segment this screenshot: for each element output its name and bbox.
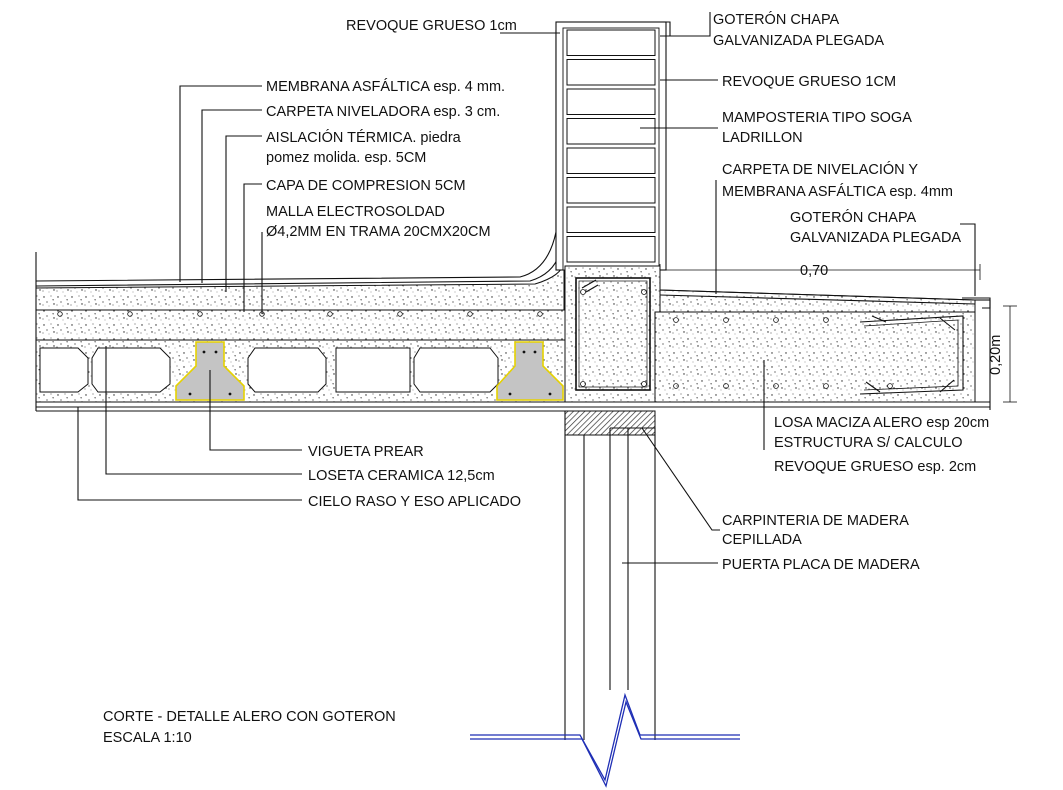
- label-malla-1: MALLA ELECTROSOLDAD: [266, 204, 445, 220]
- label-membrana: MEMBRANA ASFÁLTICA esp. 4 mm.: [266, 78, 505, 95]
- label-vigueta: VIGUETA PREAR: [308, 444, 424, 460]
- label-carpinteria-1: CARPINTERIA DE MADERA: [722, 513, 909, 529]
- label-goteron-top-2: GALVANIZADA PLEGADA: [713, 33, 884, 49]
- label-losa-2: ESTRUCTURA S/ CALCULO: [774, 435, 963, 451]
- cantilever-slab: [654, 289, 991, 410]
- brick-course: [566, 206, 656, 233]
- label-carpeta-nivel-2: MEMBRANA ASFÁLTICA esp. 4mm: [722, 183, 953, 200]
- label-loseta: LOSETA CERAMICA 12,5cm: [308, 468, 495, 484]
- brick-course: [566, 118, 656, 145]
- label-aislacion-2: pomez molida. esp. 5CM: [266, 150, 426, 166]
- brick-wall: [555, 21, 671, 271]
- label-capa-compresion: CAPA DE COMPRESION 5CM: [266, 178, 466, 194]
- brick-course: [566, 236, 656, 263]
- brick-course: [566, 147, 656, 174]
- label-malla-2: Ø4,2MM EN TRAMA 20CMX20CM: [266, 224, 491, 240]
- concrete-beam: [564, 265, 661, 403]
- mesh-bars: [57, 311, 543, 317]
- label-revoque-top: REVOQUE GRUESO 1cm: [346, 18, 517, 34]
- brick-course: [566, 59, 656, 86]
- drawing-title: CORTE - DETALLE ALERO CON GOTERON: [103, 709, 396, 725]
- drawing-scale: ESCALA 1:10: [103, 730, 192, 746]
- brick-course: [566, 29, 656, 56]
- label-carpeta-nivel-1: CARPETA DE NIVELACIÓN Y: [722, 161, 918, 178]
- label-mamposteria-2: LADRILLON: [722, 130, 803, 146]
- dimension-height: 0,20m: [988, 305, 1017, 403]
- brick-course: [566, 177, 656, 204]
- label-revoque-1cm: REVOQUE GRUESO 1CM: [722, 74, 896, 90]
- label-aislacion-1: AISLACIÓN TÉRMICA. piedra: [266, 129, 462, 146]
- hollow-tiles: [39, 347, 499, 393]
- dim-width-label: 0,70: [800, 263, 828, 279]
- label-revoque-2cm: REVOQUE GRUESO esp. 2cm: [774, 459, 976, 475]
- label-losa-1: LOSA MACIZA ALERO esp 20cm: [774, 415, 989, 431]
- labels: REVOQUE GRUESO 1cm GOTERÓN CHAPA GALVANI…: [103, 11, 989, 746]
- label-goteron-top-1: GOTERÓN CHAPA: [713, 11, 840, 28]
- label-puerta: PUERTA PLACA DE MADERA: [722, 557, 920, 573]
- door-jamb: [564, 410, 656, 740]
- label-carpeta-niveladora: CARPETA NIVELADORA esp. 3 cm.: [266, 104, 500, 120]
- label-goteron-right-1: GOTERÓN CHAPA: [790, 209, 917, 226]
- label-carpinteria-2: CEPILLADA: [722, 532, 802, 548]
- dimension-width: 0,70: [659, 263, 981, 280]
- dim-height-label: 0,20m: [988, 335, 1004, 375]
- leader-lines: [77, 12, 976, 564]
- label-cielo-raso: CIELO RASO Y ESO APLICADO: [308, 494, 521, 510]
- label-goteron-right-2: GALVANIZADA PLEGADA: [790, 230, 961, 246]
- label-mamposteria-1: MAMPOSTERIA TIPO SOGA: [722, 110, 912, 126]
- brick-course: [566, 88, 656, 115]
- break-lines: [470, 692, 740, 788]
